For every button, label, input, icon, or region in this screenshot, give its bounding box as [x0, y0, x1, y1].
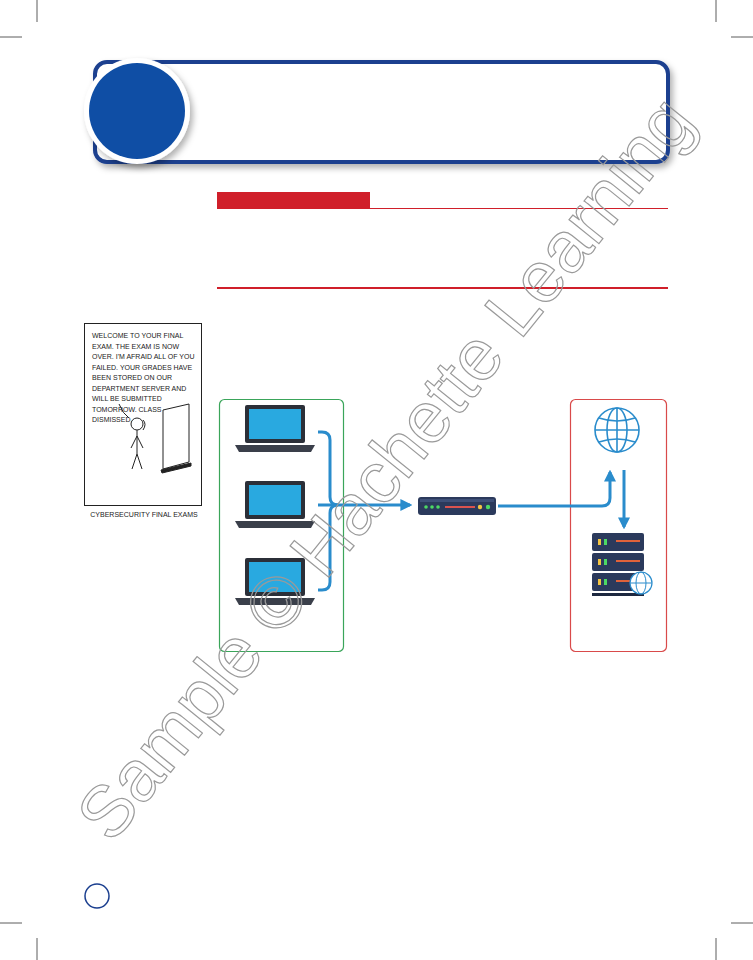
internet-globe: [595, 408, 639, 452]
rule-line: [217, 287, 668, 289]
header-circle: [89, 63, 185, 159]
comic-panel: WELCOME TO YOUR FINAL EXAM. THE EXAM IS …: [84, 323, 202, 506]
server-icon: [592, 533, 652, 596]
router-icon: [418, 497, 496, 515]
header-circle-ring: [84, 58, 190, 164]
page-number-circle: [85, 884, 109, 908]
comic-caption: CYBERSECURITY FINAL EXAMS: [75, 510, 213, 519]
speech-text: WELCOME TO YOUR FINAL EXAM. THE EXAM IS …: [92, 331, 198, 426]
heading-bar: [217, 192, 370, 208]
internet-box: [571, 400, 667, 652]
